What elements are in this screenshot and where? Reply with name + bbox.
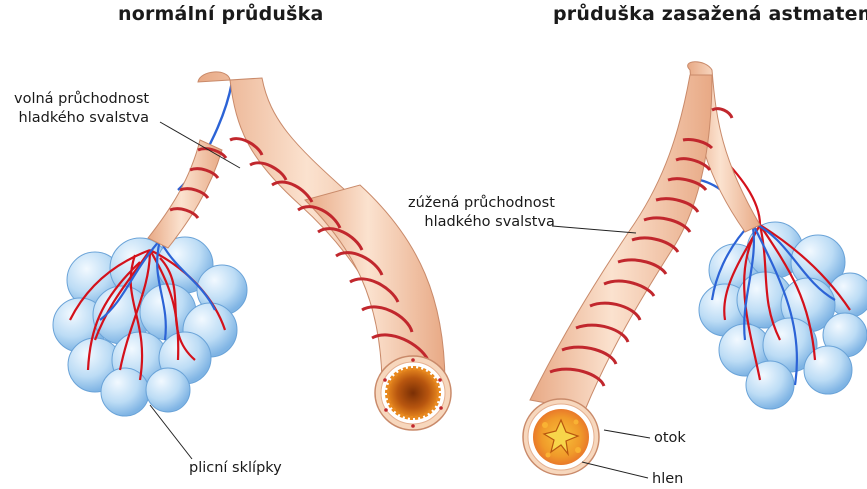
label-asthma-muscle: zúžená průchodnost hladkého svalstva: [408, 194, 555, 232]
label-asthma-muscle-line2: hladkého svalstva: [408, 213, 555, 232]
label-swelling: otok: [654, 429, 686, 448]
label-asthma-muscle-line1: zúžená průchodnost: [408, 194, 555, 213]
label-normal-muscle-line1: volná průchodnost: [14, 90, 149, 109]
label-normal-muscle: volná průchodnost hladkého svalstva: [14, 90, 149, 128]
label-mucus: hlen: [652, 470, 683, 489]
label-alveoli: plicní sklípky: [189, 459, 282, 478]
asthma-bronchus: [523, 62, 867, 475]
label-normal-muscle-line2: hladkého svalstva: [14, 109, 149, 128]
normal-cross-section: [375, 356, 451, 430]
